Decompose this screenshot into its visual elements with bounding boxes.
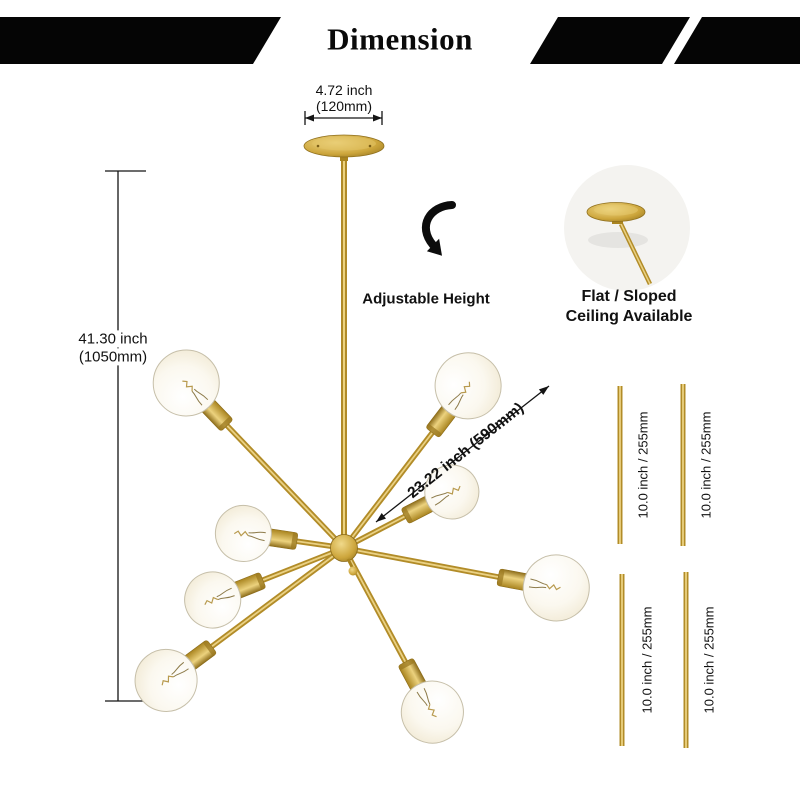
arm-socket-bulb-4 (401, 464, 480, 524)
adjustable-height-arrow (421, 201, 456, 256)
center-hub (330, 534, 358, 576)
ceiling-canopy (303, 134, 385, 161)
arm-socket-bulb-2 (426, 352, 502, 438)
arm-socket-bulb-1 (152, 349, 233, 431)
header-banner: Dimension (0, 17, 800, 64)
arm-socket-bulb-3 (214, 504, 298, 562)
rod-label-2: 10.0 inch / 255mm (698, 411, 714, 519)
rod-label-1: 10.0 inch / 255mm (635, 411, 651, 519)
rod-label-4: 10.0 inch / 255mm (701, 606, 717, 714)
height-dim-inches: 41.30 inch (74, 330, 152, 348)
arm-socket-bulb-8 (398, 658, 464, 744)
arm-socket-bulb-7 (134, 640, 217, 712)
ceiling-note-line1: Flat / Sloped (581, 287, 677, 305)
height-dim-mm: (1050mm) (74, 348, 152, 366)
header-bar-left (0, 17, 281, 64)
canopy-dim-mm: (120mm) (315, 97, 373, 114)
adjustable-height-label: Adjustable Height (362, 290, 490, 308)
canopy-dim-inches: 4.72 inch (315, 81, 373, 98)
header-bar-right-inner (530, 17, 690, 64)
diagonal-dimension-line (375, 385, 550, 523)
arm-socket-bulb-5 (184, 571, 266, 629)
ceiling-note-line2: Ceiling Available (565, 307, 693, 325)
rod-label-3: 10.0 inch / 255mm (639, 606, 655, 714)
arm-socket-bulb-6 (496, 554, 590, 622)
ceiling-mount-detail (564, 165, 690, 291)
page-title: Dimension (327, 21, 473, 57)
canopy-width-dimension-line (304, 111, 383, 125)
height-dimension-line (105, 170, 146, 702)
down-rods (617, 384, 689, 748)
